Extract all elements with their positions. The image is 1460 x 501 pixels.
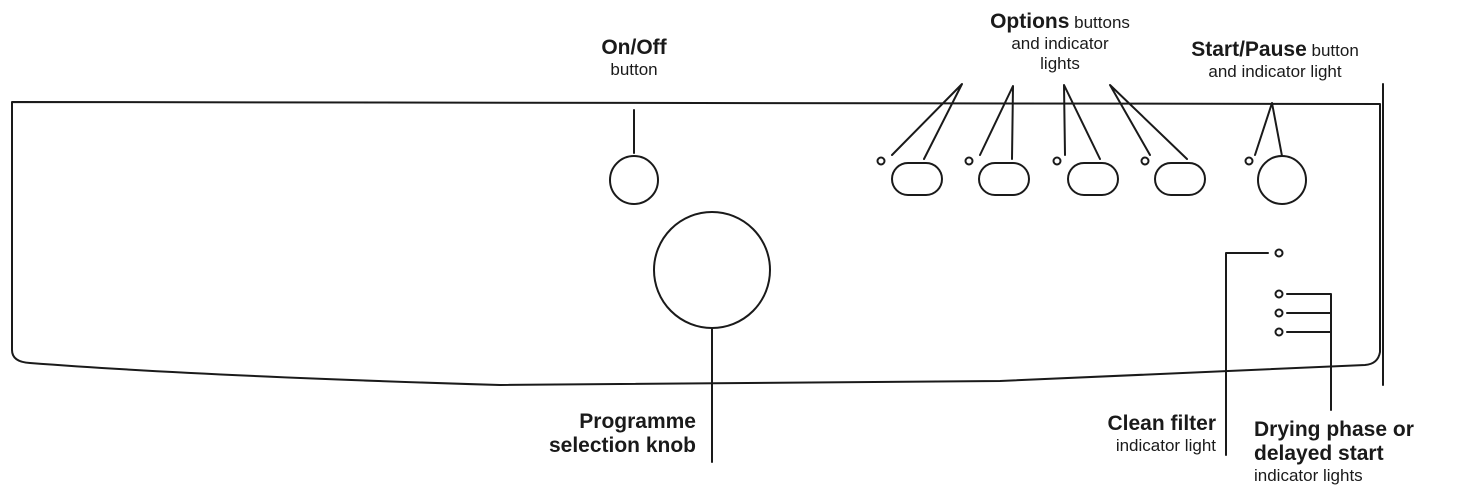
start-pause-button[interactable] (1257, 155, 1307, 205)
option-1-indicator-light (876, 156, 886, 166)
start-pause-line1-rest: button (1306, 41, 1359, 60)
options-title: Options (990, 10, 1070, 33)
start-pause-indicator-light (1244, 156, 1254, 166)
clean-filter-leader (1225, 252, 1269, 456)
drying-line2: delayed start (1254, 442, 1384, 466)
option-2-indicator-light (964, 156, 974, 166)
option-1-button[interactable] (891, 162, 943, 196)
start-pause-title: Start/Pause (1191, 38, 1307, 61)
options-label: Options buttons and indicator lights (920, 10, 1200, 73)
clean-filter-label: Clean filter indicator light (1010, 412, 1216, 456)
start-pause-leader (1254, 102, 1283, 157)
programme-line2: selection knob (548, 434, 696, 458)
drying-leader (1286, 293, 1332, 411)
on-off-label: On/Off button (574, 36, 694, 80)
drying-indicator-light-2 (1274, 308, 1284, 318)
programme-line1: Programme (579, 410, 696, 433)
drying-subtitle: indicator lights (1254, 466, 1363, 486)
clean-filter-indicator-light (1274, 248, 1284, 258)
drying-indicator-light-1 (1274, 289, 1284, 299)
option-4-indicator-light (1140, 156, 1150, 166)
programme-label: Programme selection knob (470, 410, 696, 458)
on-off-subtitle: button (610, 60, 658, 80)
option-2-leader (979, 85, 1014, 160)
on-off-button[interactable] (609, 155, 659, 205)
drying-line1: Drying phase or (1254, 418, 1414, 441)
programme-selection-knob[interactable] (653, 211, 771, 329)
option-1-leader (891, 83, 963, 160)
panel-outline (11, 101, 1381, 386)
drying-indicator-light-3 (1274, 327, 1284, 337)
clean-filter-subtitle: indicator light (1115, 436, 1216, 456)
start-pause-line2: and indicator light (1208, 62, 1342, 82)
option-4-button[interactable] (1154, 162, 1206, 196)
option-2-button[interactable] (978, 162, 1030, 196)
option-4-leader (1109, 84, 1188, 160)
options-line3: lights (1040, 53, 1080, 73)
options-line1-rest: buttons (1069, 13, 1130, 32)
start-pause-label: Start/Pause button and indicator light (1150, 38, 1400, 82)
clean-filter-title: Clean filter (1107, 412, 1216, 435)
option-3-button[interactable] (1067, 162, 1119, 196)
option-3-indicator-light (1052, 156, 1062, 166)
on-off-title: On/Off (601, 36, 667, 59)
drying-label: Drying phase or delayed start indicator … (1254, 418, 1459, 486)
option-3-leader (1063, 84, 1101, 160)
options-line2: and indicator (1011, 34, 1109, 54)
